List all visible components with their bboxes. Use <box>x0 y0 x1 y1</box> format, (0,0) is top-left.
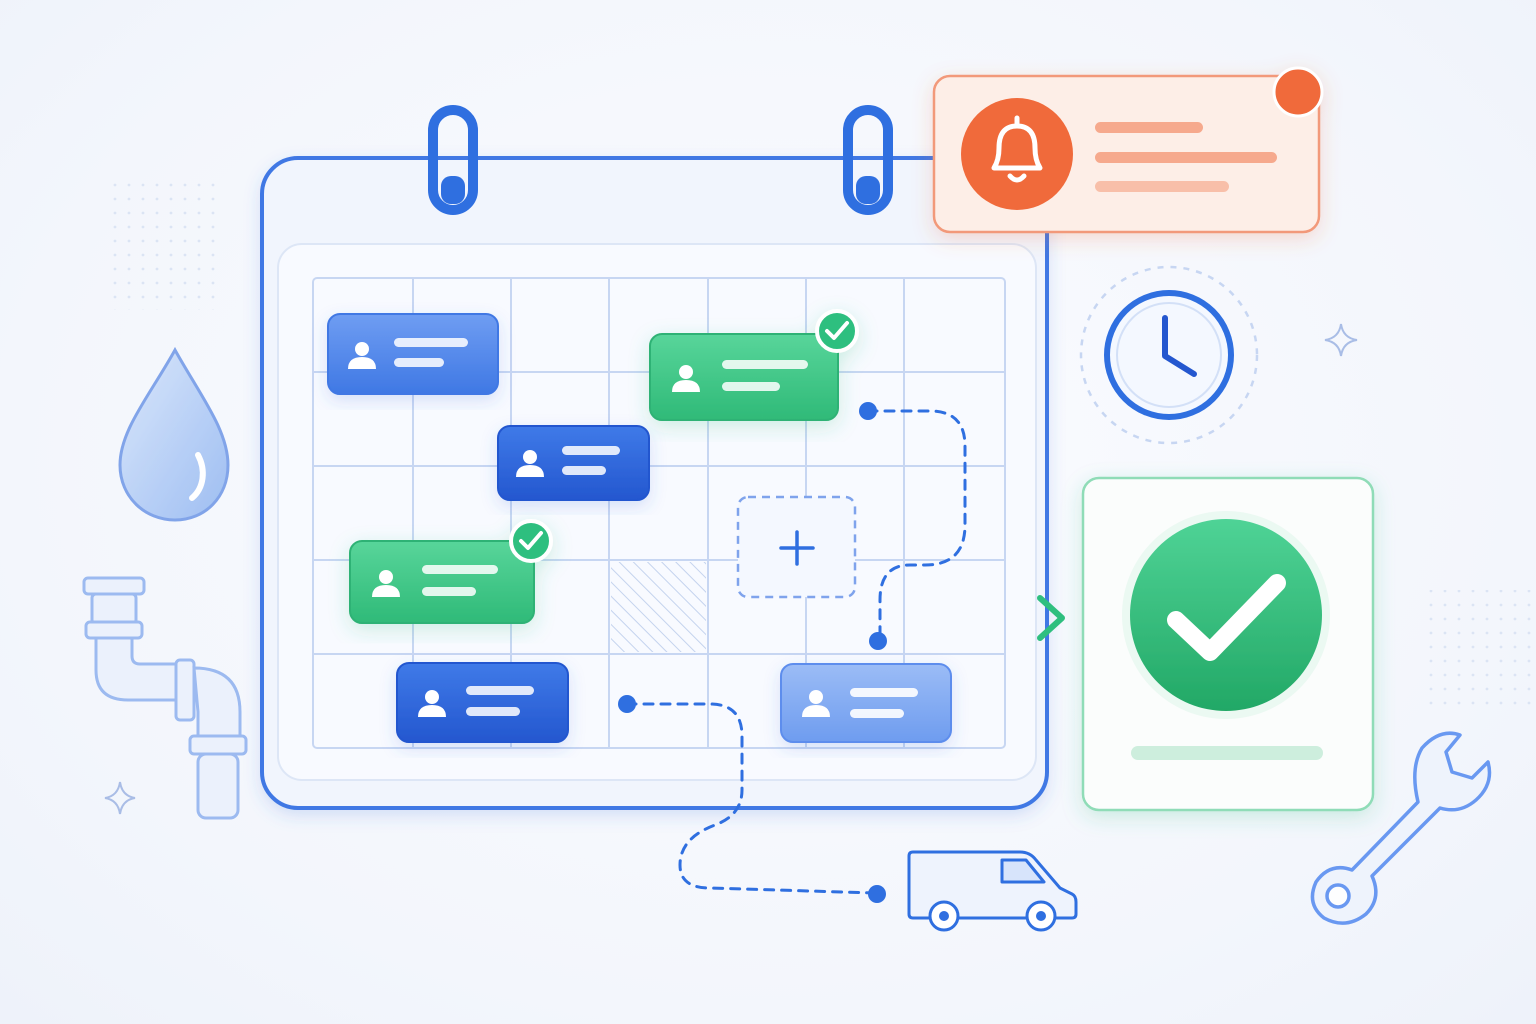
sparkle-icon <box>104 781 136 815</box>
notification-dot <box>1272 66 1324 118</box>
blocked-time-slot <box>611 562 706 652</box>
dot-field-right <box>1425 590 1535 710</box>
wrench-icon <box>1310 731 1492 925</box>
appointment-card[interactable] <box>649 309 859 421</box>
route-point <box>868 885 886 903</box>
appointment-card[interactable] <box>497 425 650 501</box>
confirmation-card <box>1081 476 1375 812</box>
dot-field-left <box>110 175 225 310</box>
pipe-icon <box>82 576 248 820</box>
check-badge-icon <box>509 519 553 563</box>
check-badge-icon <box>815 309 859 353</box>
add-appointment-slot[interactable] <box>736 495 857 599</box>
route-point <box>618 695 636 713</box>
sparkle-icon <box>1324 323 1358 357</box>
appointment-card[interactable] <box>780 663 952 743</box>
route-path-upper <box>866 409 967 642</box>
route-path-lower <box>625 702 878 895</box>
notification-card[interactable] <box>932 66 1324 234</box>
calendar-ring-right <box>843 105 893 215</box>
appointment-card[interactable] <box>396 662 569 743</box>
van-icon <box>907 850 1078 932</box>
calendar-ring-left <box>428 105 478 215</box>
route-point <box>869 632 887 650</box>
check-icon <box>1130 519 1322 711</box>
clock-icon <box>1079 265 1259 445</box>
bell-icon-badge <box>961 98 1073 210</box>
bell-icon <box>991 115 1043 183</box>
plus-icon <box>779 530 815 566</box>
appointment-card[interactable] <box>327 313 499 395</box>
appointment-card[interactable] <box>349 519 553 624</box>
water-drop-icon <box>118 346 230 522</box>
arrow-icon <box>952 595 1065 641</box>
route-point <box>859 402 877 420</box>
